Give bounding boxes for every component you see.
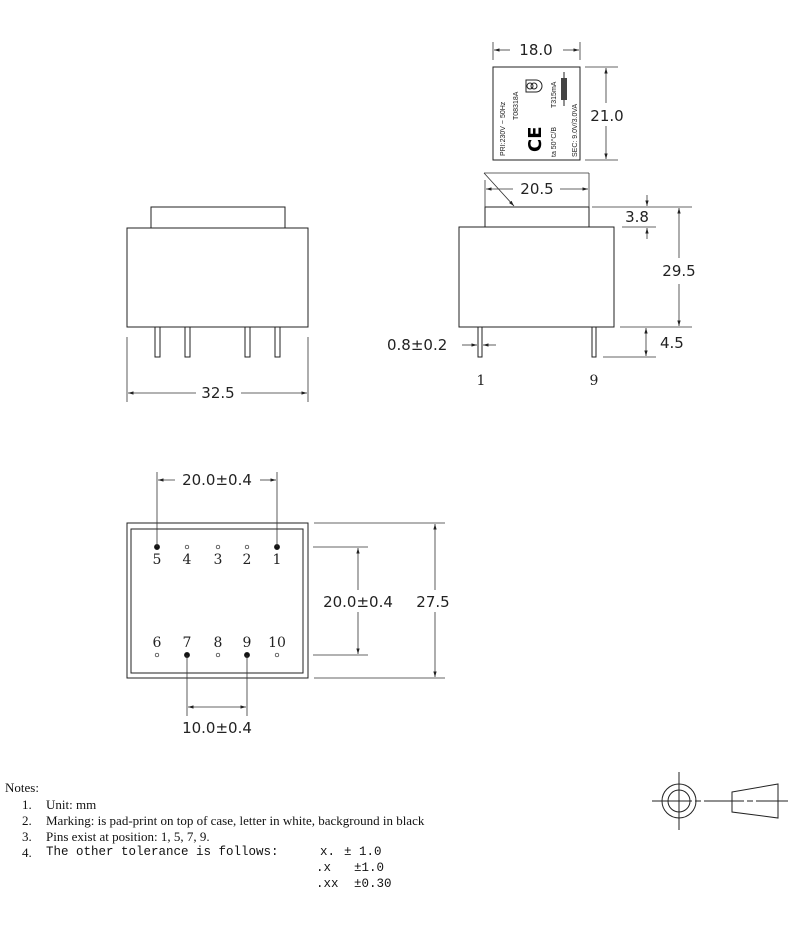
notes-title: Notes: — [5, 780, 39, 795]
tolerance-key: .x — [316, 861, 332, 875]
dim-pin-length: 4.5 — [660, 334, 684, 352]
note-number: 3. — [22, 829, 32, 844]
note-number: 4. — [22, 845, 32, 860]
note-text: Pins exist at position: 1, 5, 7, 9. — [46, 829, 210, 844]
pin-label: 1 — [273, 552, 282, 568]
tolerance-value: ±0.30 — [354, 877, 392, 891]
pin-label: 4 — [183, 552, 192, 568]
ce-logo: CE — [525, 126, 546, 152]
fuse-icon — [561, 72, 567, 106]
pin-absent-marker — [215, 652, 221, 658]
marking-fuse: T315mA — [551, 81, 558, 108]
projection-symbol-icon — [652, 772, 788, 830]
safety-transformer-icon — [525, 79, 543, 93]
note-number: 1. — [22, 797, 32, 812]
side-view: 20.5 3.8 29.5 4.5 0.8±0.2 1 9 — [387, 172, 696, 389]
marking-outline — [492, 66, 581, 161]
pin-label: 7 — [183, 635, 192, 651]
front-view: 32.5 — [126, 206, 309, 402]
pin-label: 10 — [268, 635, 286, 651]
pin-label: 6 — [153, 635, 162, 651]
marking-ambient: ta 50°C/B — [550, 127, 558, 157]
tolerance-value: ±1.0 — [354, 861, 385, 875]
dim-top-height: 21.0 — [590, 107, 623, 125]
note-text: Marking: is pad-print on top of case, le… — [46, 813, 425, 828]
dim-row-gap: 20.0±0.4 — [323, 593, 393, 611]
side-pin-label: 1 — [477, 373, 486, 389]
note-text: The other tolerance is follows: — [46, 845, 279, 859]
bottom-view: 5 4 3 2 1 6 7 8 9 10 20.0±0.4 20.0±0.4 27.5 10.0… — [126, 471, 450, 737]
dim-body-height: 29.5 — [662, 262, 695, 280]
pin-absent-marker — [184, 544, 190, 550]
note-text: Unit: mm — [46, 797, 97, 812]
marking-model: T08318A — [513, 91, 520, 120]
note-number: 2. — [22, 813, 32, 828]
pin-label: 2 — [243, 552, 252, 568]
pin-label: 8 — [214, 635, 223, 651]
pin-absent-marker — [274, 652, 280, 658]
marking-primary: PRI:230V ~ 50Hz — [500, 101, 507, 156]
dim-depth: 27.5 — [416, 593, 449, 611]
pin-label: 9 — [243, 635, 252, 651]
tolerance-key: .xx — [316, 877, 339, 891]
dim-pin-pitch: 10.0±0.4 — [182, 719, 252, 737]
dim-cap-height: 3.8 — [625, 208, 649, 226]
pin-absent-marker — [244, 544, 250, 550]
tolerance-value: ± 1.0 — [344, 845, 382, 859]
tolerance-key: x. — [320, 845, 336, 859]
top-marking-view: 18.0 21.0 PRI:230V ~ 50Hz T08318A CE ta … — [492, 41, 624, 161]
pin-label: 3 — [214, 552, 223, 568]
pin-absent-marker — [154, 652, 160, 658]
dim-total-width: 32.5 — [201, 384, 234, 402]
side-pin-label: 9 — [590, 373, 599, 389]
dim-pin-width: 0.8±0.2 — [387, 336, 447, 354]
marking-secondary: SEC: 9.0V/3.0VA — [572, 103, 579, 157]
pin-absent-marker — [215, 544, 221, 550]
dim-cap-width: 20.5 — [520, 180, 553, 198]
dim-top-width: 18.0 — [519, 41, 552, 59]
dim-pin-row-spacing: 20.0±0.4 — [182, 471, 252, 489]
pin-label: 5 — [153, 552, 162, 568]
